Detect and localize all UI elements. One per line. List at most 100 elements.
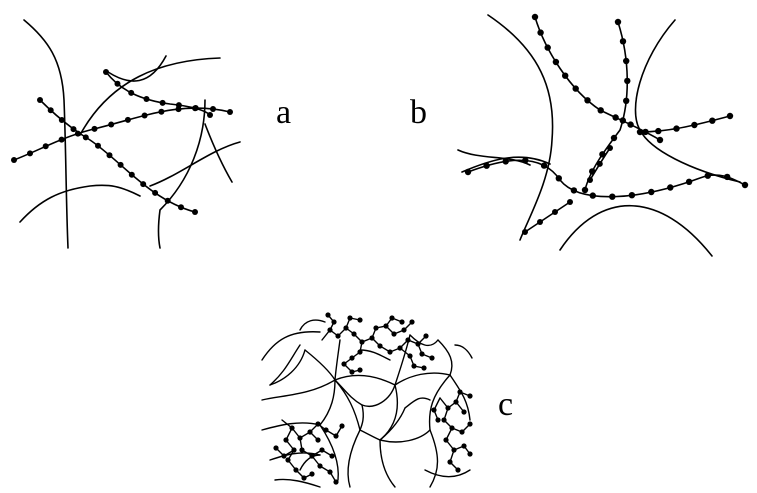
branch-node (405, 337, 410, 342)
chain-bead (192, 105, 198, 111)
chain-bead (43, 143, 49, 149)
cell-boundary (455, 345, 472, 358)
branch-chain (418, 344, 432, 358)
chain-bead (573, 85, 579, 91)
cell-boundary (380, 440, 395, 487)
branch-node (435, 417, 440, 422)
chain-bead (118, 162, 124, 168)
chain-bead (140, 181, 146, 187)
branch-node (273, 445, 278, 450)
branch-node (329, 453, 334, 458)
cell-boundary (348, 430, 360, 487)
cell-boundary (300, 320, 325, 330)
beaded-chain (468, 160, 745, 196)
panel-c (262, 312, 473, 487)
chain-bead (620, 38, 626, 44)
chain-bead (210, 106, 216, 112)
branch-node (347, 315, 352, 320)
branch-node (411, 363, 416, 368)
chain-bead (709, 118, 715, 124)
branch-node (331, 319, 336, 324)
branch-node (281, 453, 286, 458)
branch-node (319, 447, 324, 452)
chain-b1 (488, 15, 553, 240)
branch-node (357, 317, 362, 322)
cell-boundary (335, 375, 395, 385)
branch-node (309, 471, 314, 476)
branch-node (447, 459, 452, 464)
cell-boundary (360, 350, 390, 360)
cell-boundary (360, 405, 363, 430)
chain-bead (623, 98, 629, 104)
panel-b (458, 14, 748, 256)
chain-bead (567, 199, 573, 205)
chain-bead (227, 109, 233, 115)
cell-boundary (360, 430, 380, 440)
chain-bead (590, 192, 596, 198)
chain-a5 (159, 100, 206, 248)
chain-bead (553, 59, 559, 65)
branch-chain (440, 398, 464, 412)
chain-bead (609, 194, 615, 200)
branch-node (315, 437, 320, 442)
cell-boundary (430, 430, 438, 487)
chain-bead (483, 163, 489, 169)
branch-node (357, 349, 362, 354)
chain-bead (129, 172, 135, 178)
cell-boundary (335, 380, 360, 430)
chain-bead (657, 137, 663, 143)
beaded-chain (40, 100, 195, 212)
chain-a7 (205, 124, 232, 182)
chain-a1 (24, 20, 68, 248)
branch-node (301, 475, 306, 480)
cell-boundary (362, 385, 395, 406)
chain-bead (705, 173, 711, 179)
branch-node (421, 365, 426, 370)
chain-bead (611, 135, 617, 141)
branch-node (467, 421, 472, 426)
branch-node (349, 369, 354, 374)
chain-bead (545, 44, 551, 50)
panel-a (11, 20, 240, 248)
chain-bead (59, 117, 65, 123)
beaded-chain (14, 108, 230, 160)
chain-bead (152, 190, 158, 196)
chain-bead (92, 126, 98, 132)
chain-bead (37, 97, 43, 103)
chain-bead (673, 125, 679, 131)
branch-node (423, 333, 428, 338)
chain-bead (587, 177, 593, 183)
branch-node (315, 421, 320, 426)
chain-bead (176, 102, 182, 108)
chain-bead (522, 157, 528, 163)
cell-boundary (395, 373, 450, 385)
branch-node (293, 467, 298, 472)
chain-bead (537, 29, 543, 35)
branch-node (431, 407, 436, 412)
branch-node (461, 443, 466, 448)
cell-boundary (275, 479, 320, 487)
chain-bead (612, 114, 618, 120)
chain-bead (48, 107, 54, 113)
chain-bead (27, 150, 33, 156)
chain-bead (571, 187, 577, 193)
chain-bead (115, 81, 121, 87)
branch-node (373, 325, 378, 330)
cell-boundary (305, 350, 335, 380)
panel-b-label: b (410, 96, 427, 130)
branch-node (387, 349, 392, 354)
panel-c-label: c (498, 388, 513, 422)
chain-bead (615, 19, 621, 25)
chain-bead (125, 117, 131, 123)
branch-node (299, 447, 304, 452)
chain-bead (620, 117, 626, 123)
chain-bead (522, 229, 528, 235)
branch-node (333, 433, 338, 438)
chain-bead (637, 129, 643, 135)
beaded-chain (525, 202, 570, 232)
branch-chain (354, 334, 380, 346)
chain-bead (192, 209, 198, 215)
chain-bead (95, 143, 101, 149)
chain-bead (691, 122, 697, 128)
chain-bead (607, 145, 613, 151)
